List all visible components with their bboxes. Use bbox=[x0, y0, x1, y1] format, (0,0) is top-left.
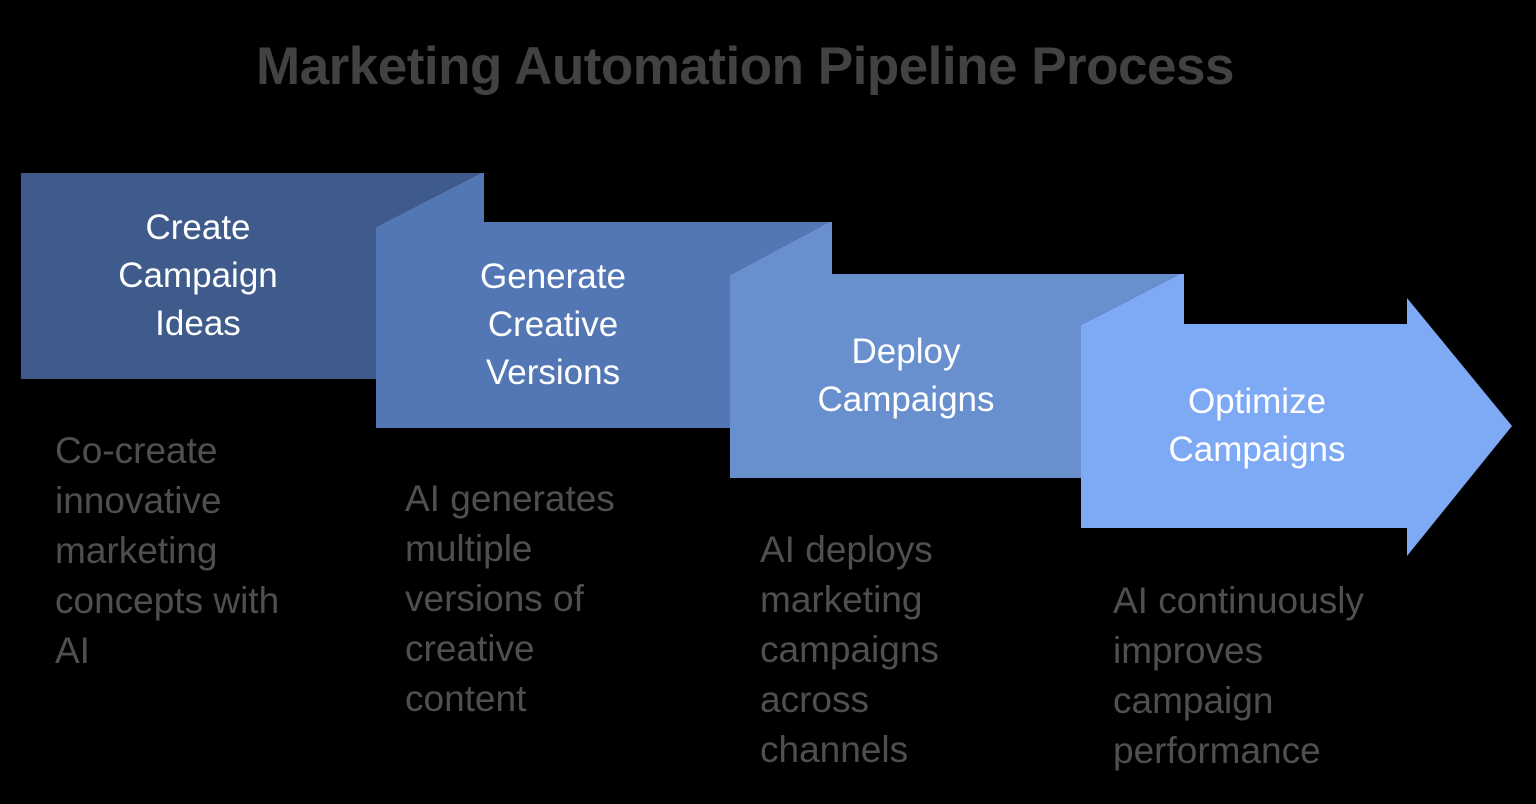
step-3-label-line: Campaigns bbox=[817, 380, 995, 419]
step-4-label-line: Campaigns bbox=[1168, 430, 1346, 469]
step-4-description-line: performance bbox=[1113, 730, 1321, 771]
step-3-description-line: marketing bbox=[760, 579, 923, 620]
step-3-label-line: Deploy bbox=[851, 332, 961, 371]
step-2-label-line: Creative bbox=[487, 305, 619, 344]
step-4-arrow-shape bbox=[1081, 274, 1512, 556]
step-2-label: Generate Creative Versions bbox=[480, 253, 626, 397]
step-3-description-line: AI deploys bbox=[760, 529, 933, 570]
step-2-description-line: creative bbox=[405, 628, 535, 669]
step-2-description-line: multiple bbox=[405, 528, 533, 569]
step-4-label: Optimize Campaigns bbox=[1168, 378, 1345, 474]
step-4-description: AI continuously improves campaign perfor… bbox=[1113, 576, 1364, 776]
step-4-description-line: AI continuously bbox=[1113, 580, 1364, 621]
step-3-description-line: channels bbox=[760, 729, 909, 770]
step-1-description-line: concepts with bbox=[55, 580, 280, 621]
step-1-description-line: Co-create bbox=[55, 430, 218, 471]
step-2-description-line: AI generates bbox=[405, 478, 615, 519]
step-1-description-line: innovative bbox=[55, 480, 222, 521]
step-2-description-line: content bbox=[405, 678, 527, 719]
step-1-description: Co-create innovative marketing concepts … bbox=[55, 426, 279, 676]
step-4-label-line: Optimize bbox=[1187, 382, 1327, 421]
diagram-title: Marketing Automation Pipeline Process bbox=[256, 37, 1234, 96]
step-1-label-line: Create bbox=[145, 208, 251, 247]
step-3-description-line: campaigns bbox=[760, 629, 939, 670]
step-1-chevron-shape bbox=[21, 173, 481, 379]
step-1-description-line: marketing bbox=[55, 530, 218, 571]
step-2-description: AI generates multiple versions of creati… bbox=[405, 474, 615, 724]
step-1-label-line: Campaign bbox=[118, 256, 278, 295]
step-2-description-line: versions of bbox=[405, 578, 584, 619]
step-1-label-line: Ideas bbox=[155, 304, 241, 343]
step-4-description-line: campaign bbox=[1113, 680, 1274, 721]
step-3-description: AI deploys marketing campaigns across ch… bbox=[760, 525, 939, 775]
step-1-label: Create Campaign Ideas bbox=[118, 204, 278, 348]
step-3-chevron-shape bbox=[730, 222, 1180, 478]
step-2-label-line: Versions bbox=[485, 353, 621, 392]
step-4-description-line: improves bbox=[1113, 630, 1264, 671]
step-3-description-line: across bbox=[760, 679, 869, 720]
step-2-chevron-shape bbox=[376, 173, 829, 428]
step-3-label: Deploy Campaigns bbox=[817, 328, 994, 424]
step-1-description-line: AI bbox=[55, 630, 90, 671]
step-2-label-line: Generate bbox=[480, 257, 626, 296]
